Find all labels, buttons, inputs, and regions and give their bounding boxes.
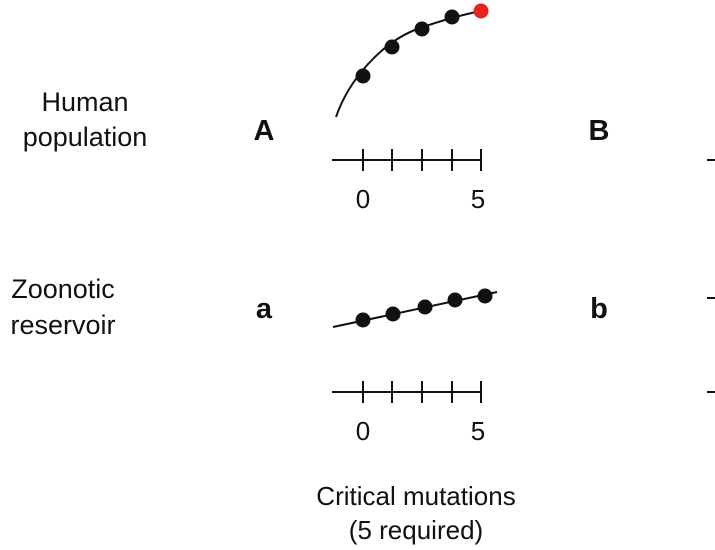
human-point-3 bbox=[414, 21, 430, 37]
zoonotic-point-3 bbox=[417, 299, 433, 315]
panel-letter-B: B bbox=[589, 115, 610, 147]
row-label-human-line2: population bbox=[23, 122, 148, 152]
zoonotic-point-1 bbox=[355, 312, 371, 328]
zoonotic-tick-label-5: 5 bbox=[471, 416, 485, 446]
zoonotic-axis bbox=[332, 381, 482, 403]
human-tick-label-0: 0 bbox=[356, 184, 370, 214]
human-point-2 bbox=[384, 39, 400, 55]
human-point-5-highlight bbox=[473, 3, 489, 19]
zoonotic-point-2 bbox=[385, 306, 401, 322]
human-point-4 bbox=[444, 9, 460, 25]
row-label-zoonotic-line2: reservoir bbox=[10, 310, 115, 340]
axis-title-line1: Critical mutations bbox=[316, 481, 515, 511]
zoonotic-tick-label-0: 0 bbox=[356, 416, 370, 446]
row-label-zoonotic-line1: Zoonotic bbox=[11, 274, 115, 304]
panel-letter-A: A bbox=[254, 115, 275, 147]
zoonotic-point-4 bbox=[447, 292, 463, 308]
human-tick-label-5: 5 bbox=[471, 184, 485, 214]
row-label-human-line1: Human bbox=[41, 87, 128, 117]
axis-title-line2: (5 required) bbox=[349, 515, 483, 545]
panel-letter-a: a bbox=[256, 293, 273, 325]
human-point-1 bbox=[355, 68, 371, 84]
human-growth-curve bbox=[335, 10, 482, 118]
zoonotic-point-5 bbox=[477, 288, 493, 304]
human-axis bbox=[332, 149, 482, 171]
panel-letter-b: b bbox=[590, 293, 608, 325]
right-edge-tick-marks bbox=[707, 159, 715, 393]
